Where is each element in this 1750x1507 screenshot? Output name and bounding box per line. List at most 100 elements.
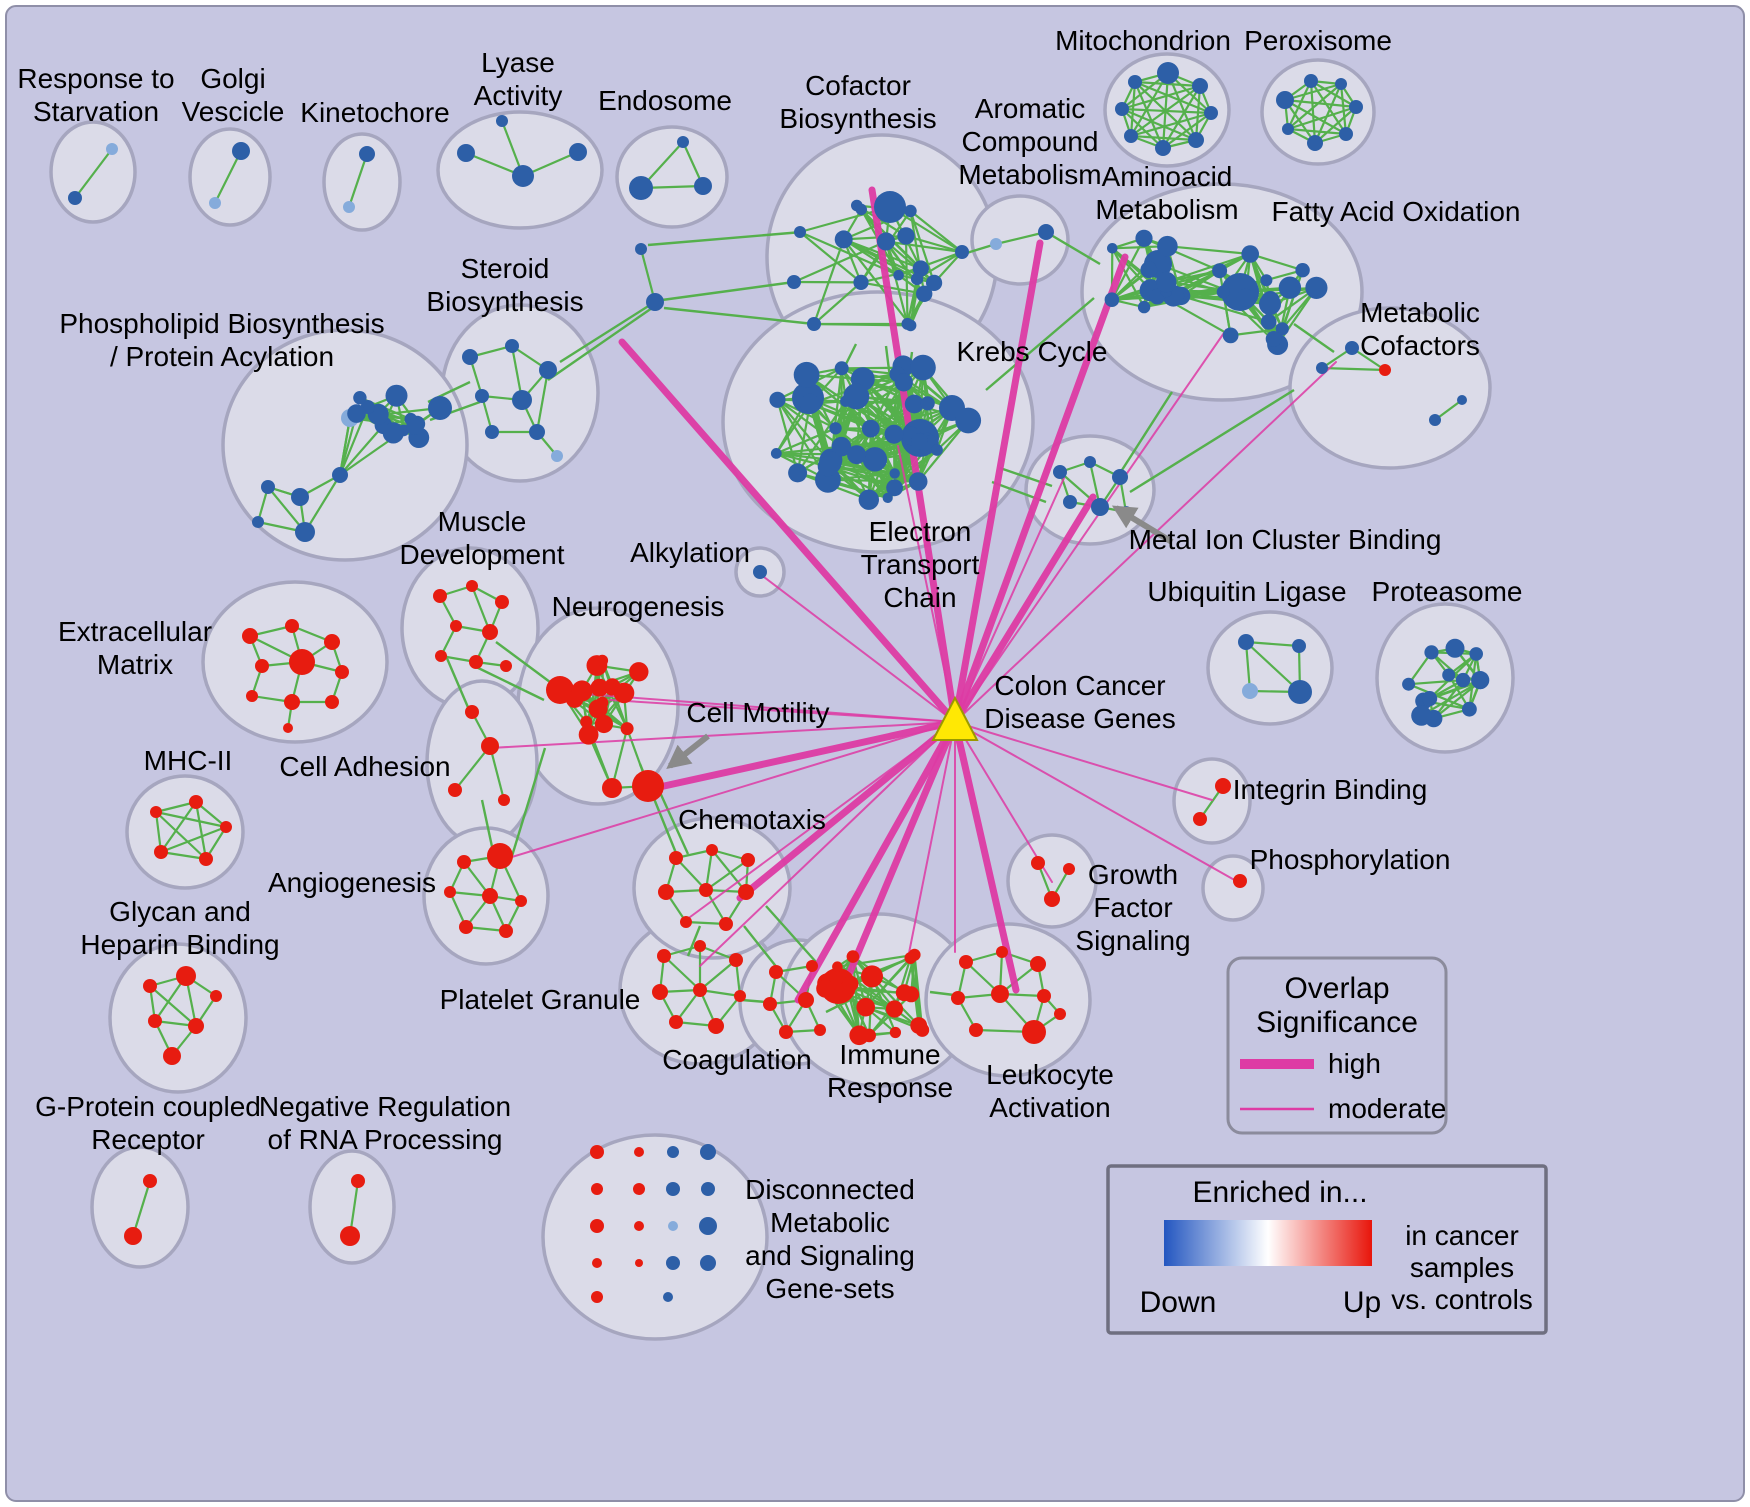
gene-set-node-down — [700, 1144, 716, 1160]
label-peroxisome: Peroxisome — [1244, 25, 1392, 56]
cluster-metabolic-cofactors — [1288, 306, 1492, 470]
gene-set-node-down — [1335, 78, 1347, 90]
gene-set-node-down — [1411, 705, 1432, 726]
gene-set-node-up — [856, 997, 875, 1017]
gene-set-edge — [1408, 679, 1464, 686]
gene-set-node-down — [912, 260, 929, 277]
gene-set-edge — [776, 399, 832, 464]
gene-set-node-down — [882, 492, 893, 503]
gene-set-node-down — [901, 317, 914, 330]
gene-set-node-up — [498, 794, 510, 806]
gene-set-node-up — [915, 1023, 930, 1037]
gene-set-edge — [1121, 108, 1164, 149]
gene-set-node-down — [1107, 243, 1118, 254]
gene-set-edge — [1314, 106, 1357, 144]
label-angiogenesis: Angiogenesis — [268, 867, 436, 898]
gene-set-edge — [74, 148, 113, 199]
gene-set-edge — [885, 240, 963, 254]
gene-set-node-up — [903, 986, 920, 1003]
gene-set-edge — [705, 859, 749, 891]
gene-set-node-up — [340, 1226, 360, 1246]
gene-set-edge — [131, 1180, 152, 1237]
gene-set-node-down — [861, 419, 880, 438]
gene-set-node-up — [635, 1259, 643, 1267]
gene-set-node-down — [858, 489, 879, 510]
gene-set-edge — [160, 801, 197, 853]
gene-set-node-down — [897, 227, 915, 245]
label-alkylation: Alkylation — [630, 537, 750, 568]
gene-set-edge — [1121, 107, 1212, 115]
gene-set-node-up — [738, 884, 754, 900]
inter-cluster-edge — [469, 662, 545, 702]
gene-set-node-down — [886, 479, 903, 497]
gene-set-node-down — [1424, 645, 1439, 660]
gene-set-node-up — [148, 1014, 162, 1028]
gene-set-edge — [1166, 72, 1198, 141]
gene-set-node-up — [590, 1219, 604, 1233]
gene-set-node-down — [667, 1146, 679, 1158]
inter-cluster-edge — [741, 998, 767, 1004]
gene-set-node-down — [1112, 469, 1128, 485]
gene-set-node-up — [571, 680, 593, 702]
gene-set-edge — [149, 985, 197, 1027]
gene-set-node-down — [834, 361, 849, 376]
gene-set-node-down — [990, 238, 1002, 250]
gene-set-node-up — [450, 620, 462, 632]
gene-set-node-down — [1307, 135, 1323, 151]
gene-set-node-down — [1222, 327, 1239, 344]
label-chemotaxis: Chemotaxis — [678, 804, 826, 835]
gene-set-edge — [663, 955, 701, 991]
gene-set-node-up — [482, 624, 498, 640]
gene-set-node-down — [1275, 322, 1289, 336]
gene-set-node-up — [706, 844, 718, 856]
gene-set-node-down — [926, 274, 943, 291]
gene-set-node-down — [904, 204, 917, 218]
gene-set-edge — [160, 850, 207, 861]
gene-set-node-down — [920, 396, 935, 411]
gene-set-node-down — [1157, 62, 1179, 84]
label-integrin-binding: Integrin Binding — [1233, 774, 1428, 805]
gene-set-node-down — [232, 142, 250, 160]
gene-set-node-up — [124, 1227, 142, 1245]
gene-set-node-down — [874, 191, 906, 223]
gene-set-node-down — [1157, 235, 1178, 257]
gene-set-node-down — [855, 203, 867, 216]
gene-set-node-down — [1339, 127, 1353, 141]
gene-set-edge — [842, 238, 912, 327]
inter-cluster-edge — [1045, 230, 1101, 266]
gene-set-node-up — [335, 665, 349, 679]
gene-set-node-down — [1292, 639, 1306, 653]
overlap-edge-moderate — [907, 721, 956, 959]
gene-set-edge — [1143, 237, 1221, 272]
gene-set-node-down — [788, 463, 808, 483]
gene-set-node-up — [904, 952, 917, 964]
gene-set-node-up — [814, 1024, 826, 1036]
gene-set-node-down — [505, 339, 519, 353]
gene-set-node-down — [884, 424, 904, 444]
gene-set-edge — [1310, 80, 1357, 108]
gene-set-node-up — [969, 1023, 983, 1037]
gene-set-edge — [1162, 112, 1212, 149]
gene-set-node-up — [495, 595, 509, 609]
gene-set-node-down — [1155, 140, 1171, 156]
inter-cluster-edge — [559, 303, 651, 364]
gene-set-edge — [1121, 107, 1197, 142]
gene-set-node-down — [1091, 498, 1109, 516]
gene-set-edge — [488, 745, 506, 801]
gene-set-edge — [893, 957, 912, 1010]
gene-set-node-down — [551, 450, 563, 462]
gene-set-node-down — [834, 230, 853, 249]
gene-set-edge — [917, 419, 970, 483]
gene-set-edge — [1309, 80, 1317, 144]
gene-set-node-down — [1442, 668, 1456, 682]
gene-set-node-up — [734, 990, 746, 1002]
cluster-response-to-starvation — [49, 120, 137, 224]
gene-set-node-down — [252, 516, 264, 528]
gene-set-edge — [805, 373, 872, 430]
gene-set-node-down — [512, 390, 532, 410]
